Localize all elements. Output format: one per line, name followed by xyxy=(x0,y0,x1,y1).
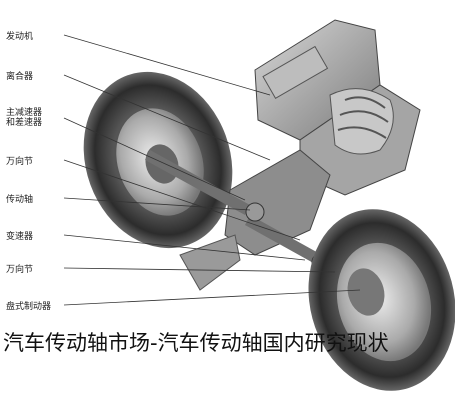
engine-block xyxy=(254,19,421,196)
label-universal-joint-2: 万向节 xyxy=(6,265,34,275)
label-clutch: 离合器 xyxy=(6,72,34,82)
label-engine: 发动机 xyxy=(6,32,34,42)
caption: 汽车传动轴市场-汽车传动轴国内研究现状 xyxy=(3,331,389,355)
label-final-drive: 主减速器 和差速器 xyxy=(6,108,43,128)
leader-lines xyxy=(63,34,361,306)
label-transmission: 变速器 xyxy=(6,232,34,242)
label-disc-brake: 盘式制动器 xyxy=(6,302,52,312)
label-universal-joint-1: 万向节 xyxy=(6,157,34,167)
label-drive-shaft: 传动轴 xyxy=(6,195,34,205)
right-wheel xyxy=(308,209,455,391)
